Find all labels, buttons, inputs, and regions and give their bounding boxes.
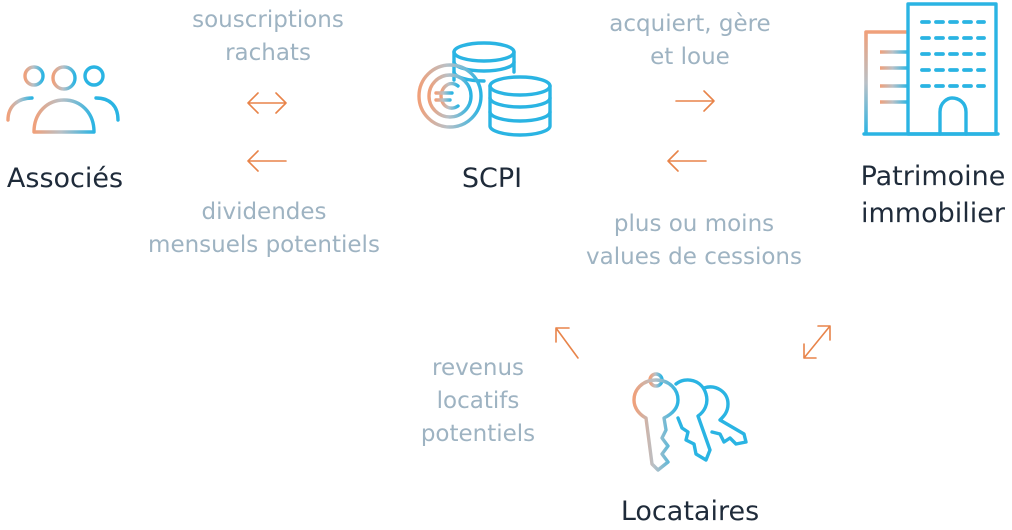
edge-label-revenus: revenus locatifs potentiels (404, 352, 552, 451)
keys-icon (632, 358, 748, 472)
edge-label-plus-moins-line-2: values de cessions (586, 244, 802, 270)
people-group-icon (6, 65, 120, 134)
edge-label-acquiert-line-1: acquiert, gère (609, 11, 771, 37)
node-label-patrimoine-line-1: Patrimoine (860, 161, 1006, 192)
arrow-bidirectional-associes-scpi (247, 92, 287, 114)
edge-label-revenus-line-2: locatifs (436, 388, 520, 414)
node-label-patrimoine-line-2: immobilier (861, 198, 1005, 229)
edge-label-souscriptions: souscriptions rachats (158, 4, 378, 70)
edge-label-plus-moins-line-1: plus ou moins (613, 211, 775, 237)
arrow-right-scpi-patrimoine (675, 90, 715, 112)
euro-coins-icon (417, 41, 552, 137)
edge-label-dividendes: dividendes mensuels potentiels (126, 196, 402, 262)
edge-label-acquiert-line-2: et loue (650, 44, 730, 70)
edge-label-souscriptions-line-2: rachats (225, 40, 311, 66)
edge-label-revenus-line-1: revenus (432, 355, 524, 381)
arrow-left-patrimoine-scpi (667, 150, 707, 172)
arrow-bidirectional-patrimoine-locataires (803, 325, 831, 359)
edge-label-dividendes-line-2: mensuels potentiels (148, 232, 380, 258)
arrow-left-scpi-associes (247, 150, 287, 172)
arrow-diagonal-locataires-scpi (555, 327, 579, 359)
edge-label-plus-moins: plus ou moins values de cessions (566, 208, 822, 274)
building-icon (862, 2, 1000, 136)
node-label-patrimoine: Patrimoine immobilier (850, 158, 1012, 232)
edge-label-acquiert: acquiert, gère et loue (590, 8, 790, 74)
node-label-locataires: Locataires (620, 496, 760, 527)
node-label-associes: Associés (6, 163, 124, 194)
node-label-scpi: SCPI (461, 163, 523, 194)
edge-label-revenus-line-3: potentiels (420, 421, 536, 447)
edge-label-souscriptions-line-1: souscriptions (192, 7, 344, 33)
edge-label-dividendes-line-1: dividendes (201, 199, 327, 225)
